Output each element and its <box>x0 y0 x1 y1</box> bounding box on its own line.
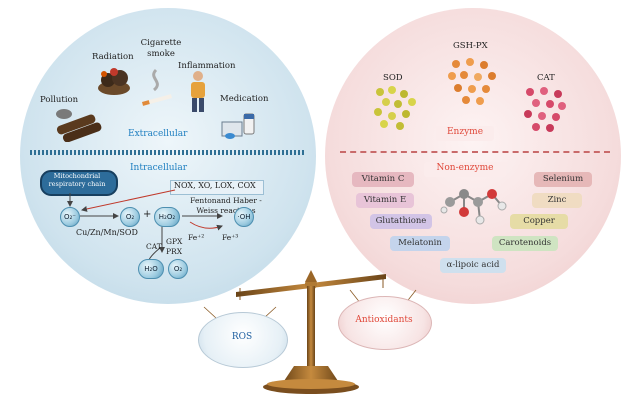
membrane-divider <box>30 150 306 155</box>
radiation-illustration <box>96 62 132 96</box>
enzyme-banner <box>436 126 494 141</box>
molecule-structure-illustration <box>440 180 510 230</box>
enzyme-label: Enzyme <box>446 127 484 137</box>
sod-enzyme-label: SOD <box>383 73 403 83</box>
carotenoids-pill: Carotenoids <box>492 236 558 251</box>
ros-enzyme-source-box <box>170 180 264 195</box>
glutathione-pill: Glutathione <box>370 214 432 229</box>
pollution-illustration <box>52 106 106 143</box>
ros-enzyme-source: NOX, XO, LOX, COX <box>174 181 256 190</box>
extracellular-label: Extracellular <box>128 129 188 139</box>
ros-pan <box>198 312 288 368</box>
sod-particles <box>372 86 422 130</box>
fe3-label: Fe⁺³ <box>222 233 239 242</box>
label-cigarette-smoke: Cigarette smoke <box>140 38 182 59</box>
hydrogen-peroxide-molecule: H₂O₂ <box>154 207 180 227</box>
lipoic-acid-pill: α-lipoic acid <box>440 258 506 273</box>
antioxidants-label: Antioxidants <box>355 315 413 325</box>
water-molecule: H₂O <box>138 259 164 279</box>
superoxide-molecule: O₂⁻ <box>60 207 80 227</box>
melatonin-pill: Melatonin <box>390 236 450 251</box>
cigarette-illustration <box>140 68 174 108</box>
sod-label: Cu/Zn/Mn/SOD <box>76 228 138 237</box>
label-pollution: Pollution <box>40 95 79 105</box>
fenton-reaction-label: Fentonand Haber -Weiss reactions <box>190 196 262 215</box>
prx-label: PRX <box>166 247 183 256</box>
ros-label: ROS <box>231 332 253 342</box>
selenium-pill: Selenium <box>534 172 592 187</box>
fe2-label: Fe⁺² <box>188 233 205 242</box>
mitochondria-illustration <box>40 170 118 196</box>
cat-enzyme-label: CAT <box>537 73 555 83</box>
left-circle <box>20 8 316 304</box>
gpx-label: GPX <box>166 237 183 246</box>
label-radiation: Radiation <box>92 52 134 62</box>
hydroxyl-radical-molecule: ·OH <box>234 207 254 227</box>
inflammation-illustration <box>186 70 210 114</box>
nonenzyme-banner <box>424 162 506 177</box>
medication-illustration <box>220 108 262 140</box>
copper-pill: Copper <box>510 214 568 229</box>
right-circle <box>325 8 621 304</box>
oxygen-molecule: O₂ <box>120 207 140 227</box>
label-medication: Medication <box>220 94 269 104</box>
cat-left-label: CAT <box>146 242 162 251</box>
cat-particles <box>522 86 570 132</box>
plus-sign: + <box>143 209 152 220</box>
label-inflammation: Inflammation <box>178 61 236 71</box>
vitamin-e-pill: Vitamin E <box>356 193 414 208</box>
gshpx-particles <box>446 56 502 106</box>
enzyme-divider <box>340 151 610 153</box>
mitochondria-label: Mitochondrial respiratory chain <box>48 172 106 188</box>
zinc-pill: Zinc <box>532 193 582 208</box>
nonenzyme-label: Non-enzyme <box>436 163 494 173</box>
vitamin-c-pill: Vitamin C <box>352 172 414 187</box>
antioxidants-pan <box>338 296 432 350</box>
intracellular-label: Intracellular <box>130 163 188 173</box>
gshpx-label: GSH-PX <box>453 41 488 51</box>
oxygen-molecule-2: O₂ <box>168 259 188 279</box>
